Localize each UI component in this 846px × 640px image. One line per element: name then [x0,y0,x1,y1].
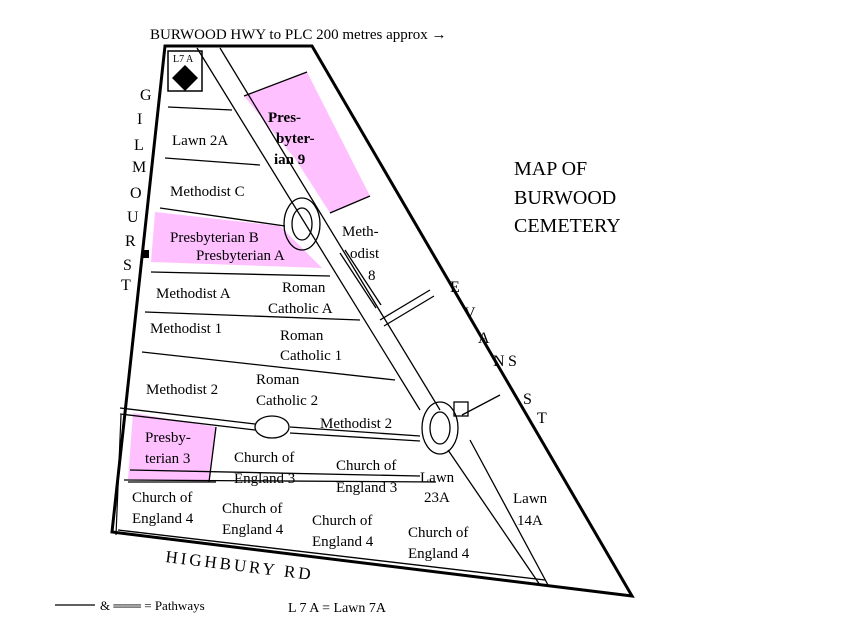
legend-lawn-key: L 7 A = Lawn 7A [288,601,387,616]
section-methodist1: Methodist 1 [150,321,222,337]
section-methodist2_right: Methodist 2 [320,416,392,432]
section-methodist_c: Methodist C [170,184,245,200]
section-methodist8-line: odist [350,246,380,262]
section-coe3_a-line: England 3 [234,471,295,487]
top-road-label: BURWOOD HWY to PLC 200 metres approx → [150,27,447,43]
street-letter: E [450,279,460,296]
section-methodist8-line: Meth- [342,224,379,240]
section-lawn14a-line: 14A [517,513,543,529]
street-letter: G [140,87,152,104]
street-letter: A [478,330,490,347]
title-line-3: CEMETERY [514,215,621,237]
section-coe4_c-line: England 4 [312,534,374,550]
section-labels: Lawn 2A Methodist C Presbyterian B Presbyte… [132,110,548,562]
section-lawn23a-line: Lawn [420,470,455,486]
section-coe4_b-line: England 4 [222,522,284,538]
street-letter: S [508,353,517,370]
street-letter: L [134,137,144,154]
section-methodist2_left: Methodist 2 [146,382,218,398]
street-letter: R [125,233,136,250]
section-coe4_a-line: England 4 [132,511,194,527]
section-presbyterian3-line: Presby- [145,430,191,446]
street-letter: O [130,185,142,202]
section-coe4_a-line: Church of [132,490,192,506]
bottom-road-label: HIGHBURY RD [165,547,315,584]
street-letter: M [132,159,146,176]
section-coe4_d-line: Church of [408,525,468,541]
section-presbyterian_b: Presbyterian B [170,230,259,246]
section-coe4_c-line: Church of [312,513,372,529]
gate-marker [143,250,149,258]
corner-marker-label: L7 A [173,54,194,65]
street-letter: S [523,391,532,408]
section-rc2-line: Catholic 2 [256,393,318,409]
legend: & ═══ = Pathways L 7 A = Lawn 7A [55,598,387,616]
legend-pathways: & ═══ = Pathways [100,598,205,613]
presbyterian-3-area [128,413,216,482]
section-coe4_b-line: Church of [222,501,282,517]
presbyterian-b-a-area [151,212,322,268]
section-lawn2a: Lawn 2A [172,133,228,149]
section-coe3_b-line: England 3 [336,480,397,496]
section-presbyterian9-line: byter- [276,131,315,147]
section-methodist_a: Methodist A [156,286,231,302]
section-coe3_a-line: Church of [234,450,294,466]
map-title: MAP OF BURWOOD CEMETERY [514,158,621,237]
title-line-1: MAP OF [514,158,587,180]
section-rc1-line: Roman [280,328,324,344]
street-letter: I [137,111,142,128]
main-pathway [196,47,549,586]
section-presbyterian3-line: terian 3 [145,451,190,467]
cemetery-boundary [110,44,635,598]
street-letter: V [464,305,476,322]
section-rc1-line: Catholic 1 [280,348,342,364]
diamond-icon [172,65,198,91]
street-letter: N [493,353,505,370]
street-letter: U [127,209,139,226]
presbyterian-9-area [244,72,370,213]
section-dividers [117,71,546,581]
street-letter: S [123,257,132,274]
section-methodist8-line: 8 [368,268,376,284]
section-rc_a-line: Roman [282,280,326,296]
section-presbyterian_a: Presbyterian A [196,248,285,264]
section-coe3_b-line: Church of [336,458,396,474]
section-lawn14a-line: Lawn [513,491,548,507]
section-presbyterian9-line: Pres- [268,110,301,126]
section-presbyterian9-line: ian 9 [274,152,305,168]
cross-pathway [119,407,421,442]
section-rc_a-line: Catholic A [268,301,333,317]
street-letter: T [121,277,131,294]
section-rc2-line: Roman [256,372,300,388]
title-line-2: BURWOOD [514,187,616,209]
section-coe4_d-line: England 4 [408,546,470,562]
street-letter: T [537,410,547,427]
section-lawn23a-line: 23A [424,490,450,506]
